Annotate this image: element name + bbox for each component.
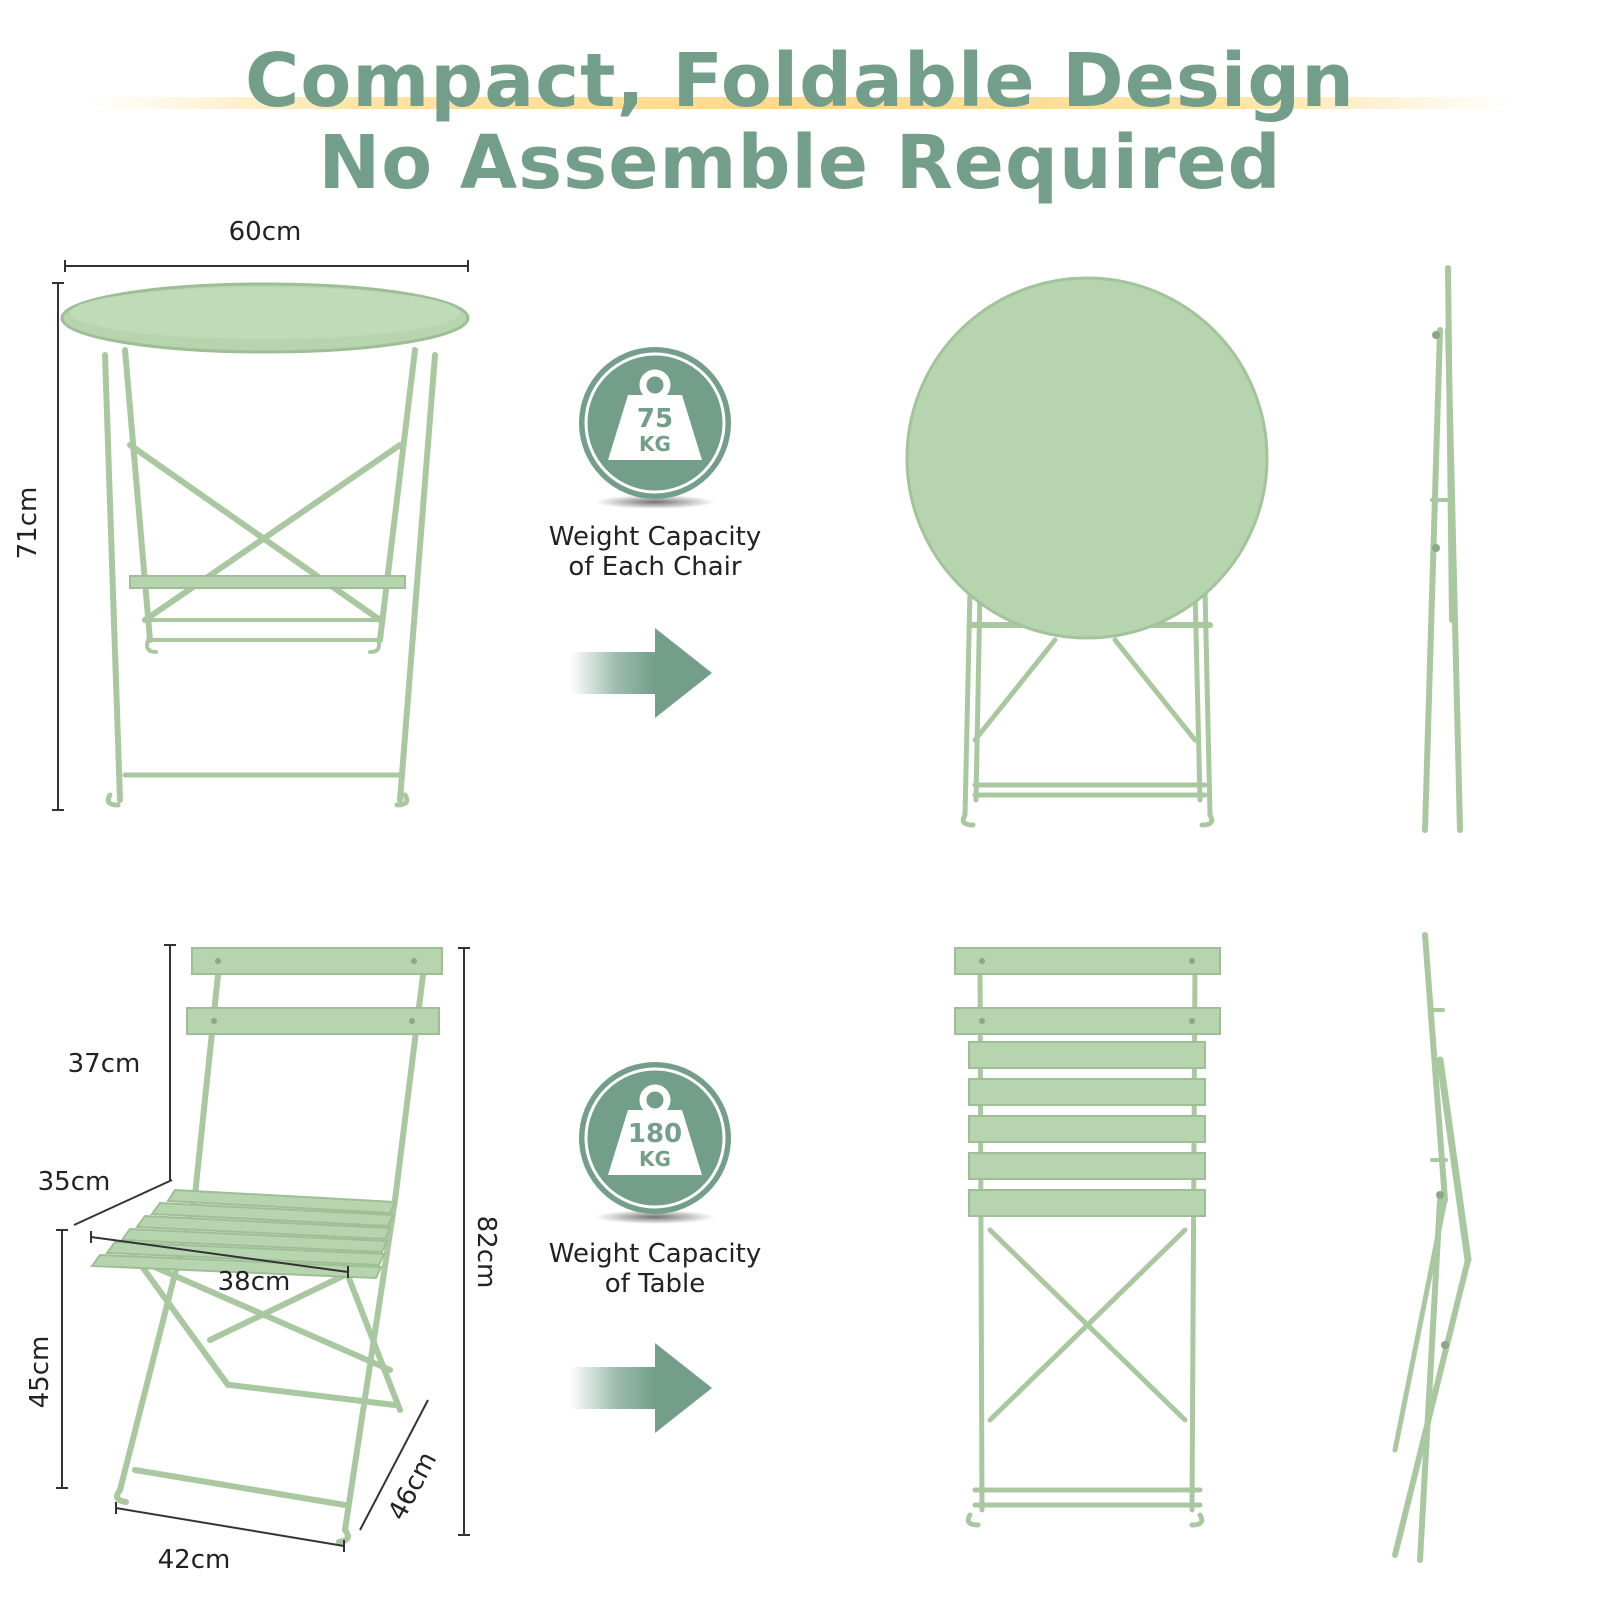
table-folded-side [1422, 265, 1463, 833]
badge-chair-caption: Weight Capacity of Each Chair [505, 522, 805, 582]
arrow-right-icon [570, 628, 712, 718]
chair-back-slats [186, 947, 443, 1035]
table-open [102, 347, 438, 808]
badge-table-unit: KG [639, 1147, 671, 1171]
chair-base-depth-label: 46cm [383, 1447, 444, 1525]
chair-seat-height-label: 45cm [25, 1336, 55, 1409]
weight-icon [608, 1084, 702, 1175]
table-width-label: 60cm [229, 217, 302, 247]
table-top-folded [905, 276, 1269, 640]
table-dimension-lines [52, 260, 469, 811]
table-folded-front [960, 587, 1215, 828]
chair-seat-depth-label: 35cm [38, 1167, 111, 1197]
chair-base-width-label: 42cm [158, 1545, 231, 1575]
headline-highlight [90, 97, 1510, 109]
chair-total-height-label: 82cm [471, 1216, 501, 1289]
chair-open [114, 972, 426, 1545]
badge-table-caption-line-1: Weight Capacity [548, 1239, 762, 1269]
badge-table [579, 1062, 731, 1224]
chair-seat-slats [90, 1188, 397, 1280]
chair-back-height-label: 37cm [68, 1049, 141, 1079]
badge-chair-caption-line-2: of Each Chair [568, 552, 742, 582]
chair-folded-front [954, 947, 1221, 1528]
headline-line-1: Compact, Foldable Design [245, 38, 1355, 124]
headline-line-2: No Assemble Required [318, 120, 1282, 206]
badge-table-value: 180 [628, 1119, 682, 1149]
chair-dimension-lines [56, 944, 470, 1552]
table-height-label: 71cm [13, 487, 43, 560]
badge-chair [579, 347, 731, 509]
weight-icon [608, 369, 702, 460]
badge-chair-value: 75 [637, 404, 673, 434]
badge-table-caption: Weight Capacity of Table [505, 1239, 805, 1299]
badge-chair-unit: KG [639, 432, 671, 456]
chair-seat-width-label: 38cm [218, 1267, 291, 1297]
arrow-right-icon [570, 1343, 712, 1433]
chair-folded-side [1392, 932, 1472, 1563]
badge-chair-caption-line-1: Weight Capacity [548, 522, 762, 552]
table-top-surface [70, 287, 460, 339]
badge-table-caption-line-2: of Table [604, 1269, 706, 1299]
